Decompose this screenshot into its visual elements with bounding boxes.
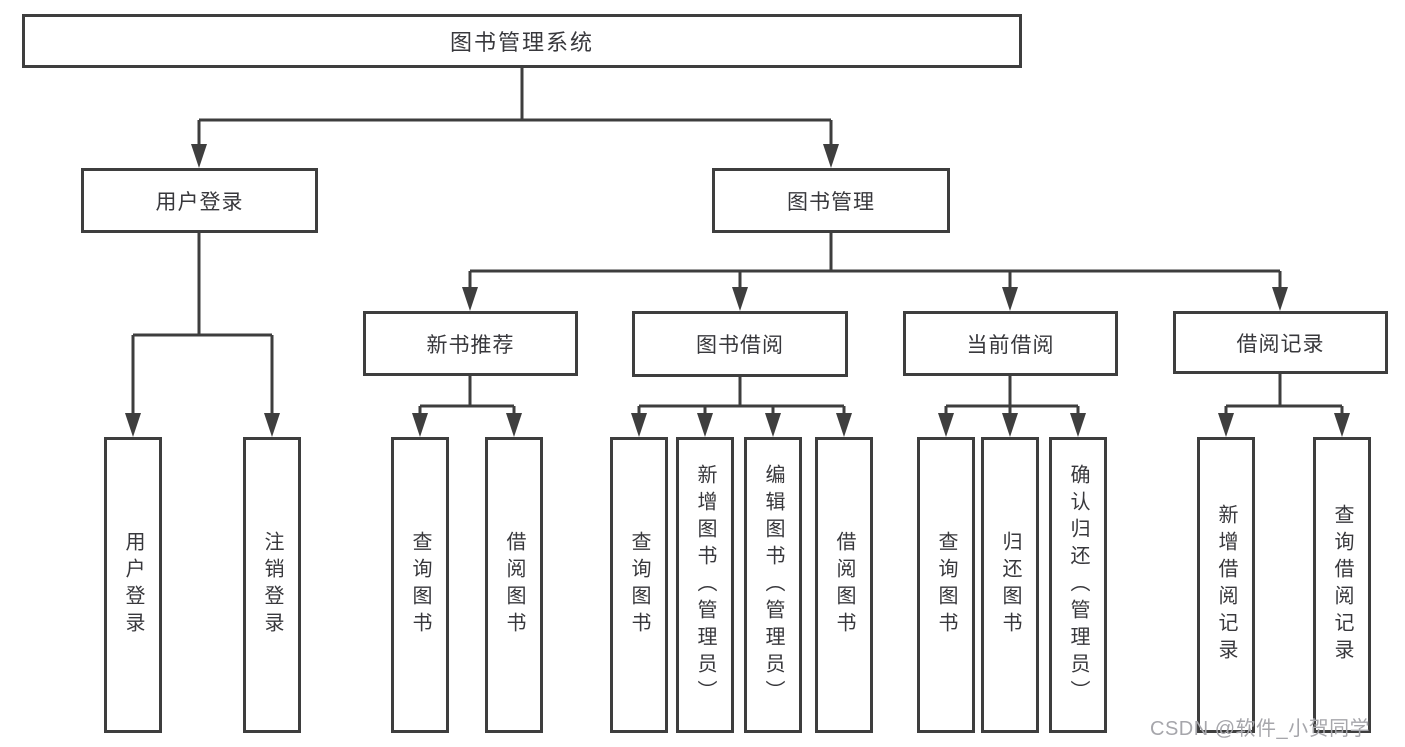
csdn-watermark: CSDN @软件_小贺同学	[1150, 718, 1371, 740]
node-label: 编辑图书（管理员）	[762, 463, 784, 707]
node-label: 查询图书	[409, 531, 431, 639]
node-label: 用户登录	[155, 190, 244, 214]
leaf-logout: 注销登录	[243, 437, 301, 733]
leaf-borrow-books-recommend: 借阅图书	[485, 437, 543, 733]
leaf-confirm-return-admin: 确认归还（管理员）	[1049, 437, 1107, 733]
node-label: 图书管理	[787, 190, 875, 214]
node-book-management: 图书管理	[712, 168, 950, 233]
leaf-edit-books-admin: 编辑图书（管理员）	[744, 437, 802, 733]
node-user-login: 用户登录	[81, 168, 318, 233]
node-label: 当前借阅	[966, 333, 1055, 357]
leaf-query-borrow-record: 查询借阅记录	[1313, 437, 1371, 733]
leaf-query-books-current: 查询图书	[917, 437, 975, 733]
node-label: 确认归还（管理员）	[1067, 463, 1089, 707]
node-label: 借阅图书	[833, 531, 855, 639]
node-label: 用户登录	[122, 531, 144, 639]
node-label: 新书推荐	[426, 333, 515, 357]
node-label: 借阅图书	[503, 531, 525, 639]
node-label: 归还图书	[999, 531, 1021, 639]
node-label: 新增借阅记录	[1215, 504, 1237, 666]
elbow-connectors	[131, 68, 1344, 419]
arrowhead-icons	[125, 144, 1350, 437]
node-label: 查询图书	[628, 531, 650, 639]
node-new-book-recommendation: 新书推荐	[363, 311, 578, 376]
node-label: 图书管理系统	[449, 30, 594, 55]
node-label: 查询借阅记录	[1331, 504, 1353, 666]
leaf-return-books: 归还图书	[981, 437, 1039, 733]
node-book-borrowing: 图书借阅	[632, 311, 848, 377]
node-borrowing-records: 借阅记录	[1173, 311, 1388, 374]
leaf-add-books-admin: 新增图书（管理员）	[676, 437, 734, 733]
leaf-query-books-recommend: 查询图书	[391, 437, 449, 733]
node-label: 借阅记录	[1236, 332, 1325, 356]
node-label: 查询图书	[935, 531, 957, 639]
node-library-management-system: 图书管理系统	[22, 14, 1022, 68]
leaf-user-login: 用户登录	[104, 437, 162, 733]
node-current-borrowing: 当前借阅	[903, 311, 1118, 376]
leaf-borrow-books: 借阅图书	[815, 437, 873, 733]
node-label: 图书借阅	[696, 334, 784, 357]
leaf-query-books-borrow: 查询图书	[610, 437, 668, 733]
leaf-add-borrow-record: 新增借阅记录	[1197, 437, 1255, 733]
node-label: 注销登录	[261, 531, 283, 639]
node-label: 新增图书（管理员）	[694, 463, 716, 707]
